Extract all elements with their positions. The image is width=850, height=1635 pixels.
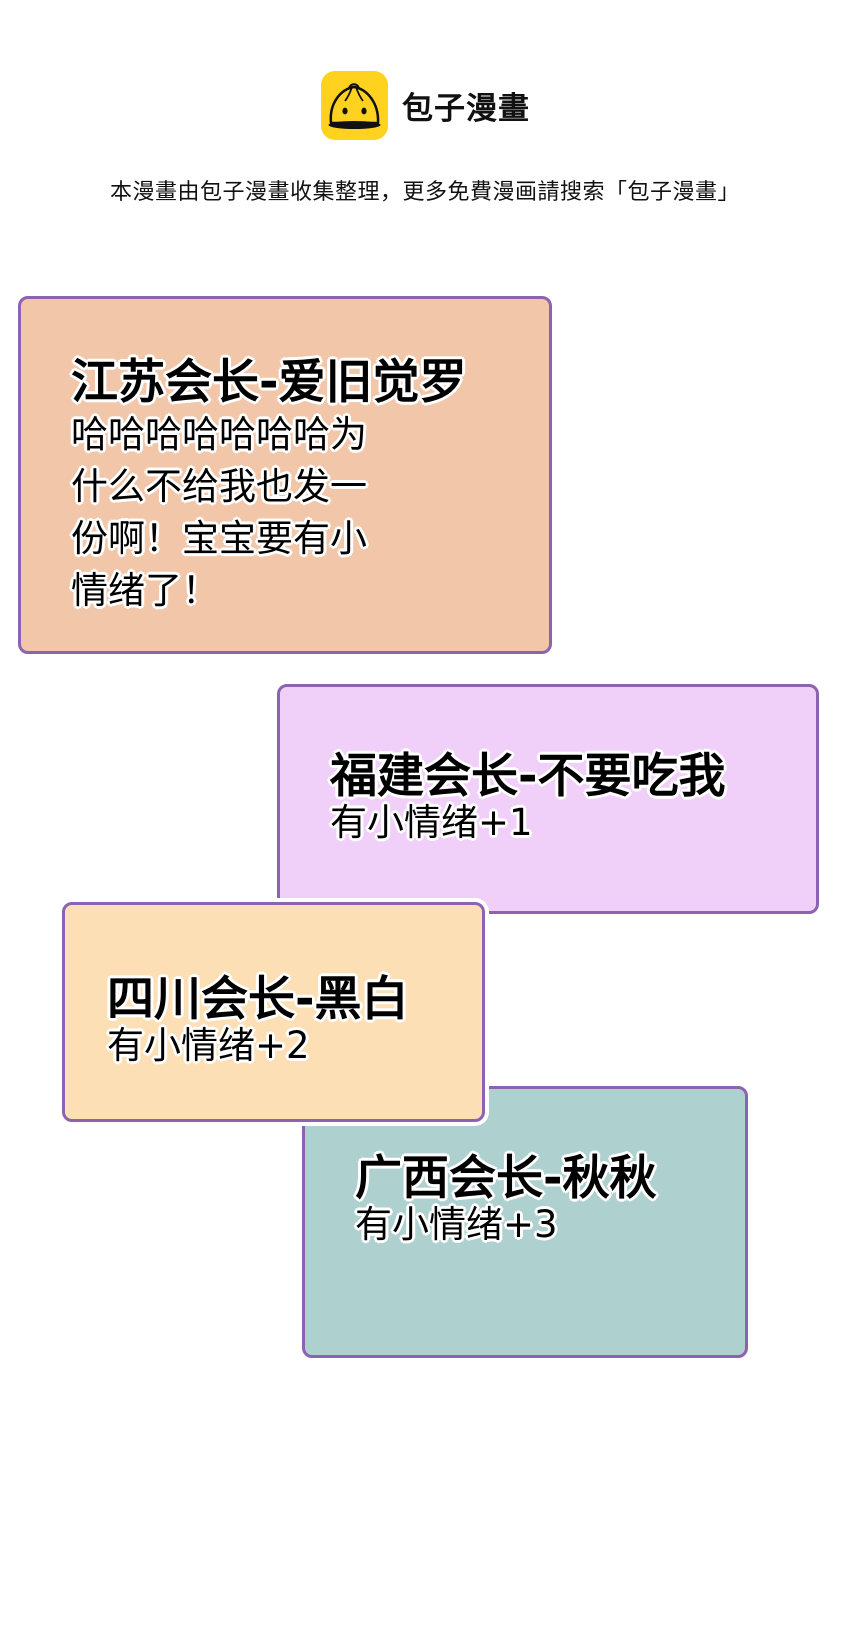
card-title: 四川会长-黑白 bbox=[107, 972, 409, 1027]
card-sichuan: 四川会长-黑白 有小情绪+2 bbox=[62, 902, 485, 1122]
card-jiangsu: 江苏会长-爱旧觉罗 哈哈哈哈哈哈哈为 什么不给我也发一 份啊！宝宝要有小 情绪了… bbox=[18, 296, 552, 654]
brand-logo: 包子漫畫 bbox=[321, 71, 530, 140]
card-title: 江苏会长-爱旧觉罗 bbox=[71, 355, 467, 410]
card-body: 有小情绪+1 bbox=[330, 801, 533, 844]
card-guangxi: 广西会长-秋秋 有小情绪+3 bbox=[302, 1086, 748, 1358]
brand-name: 包子漫畫 bbox=[402, 91, 530, 127]
card-title: 广西会长-秋秋 bbox=[355, 1151, 657, 1206]
card-fujian: 福建会长-不要吃我 有小情绪+1 bbox=[277, 684, 819, 914]
card-body: 有小情绪+3 bbox=[355, 1203, 558, 1246]
bun-mascot-icon bbox=[321, 71, 388, 140]
card-title: 福建会长-不要吃我 bbox=[330, 749, 726, 804]
card-body: 哈哈哈哈哈哈哈为 什么不给我也发一 份啊！宝宝要有小 情绪了！ bbox=[71, 413, 367, 612]
card-body: 有小情绪+2 bbox=[107, 1024, 310, 1067]
source-banner: 本漫畫由包子漫畫收集整理，更多免費漫画請搜索「包子漫畫」 bbox=[109, 180, 740, 205]
